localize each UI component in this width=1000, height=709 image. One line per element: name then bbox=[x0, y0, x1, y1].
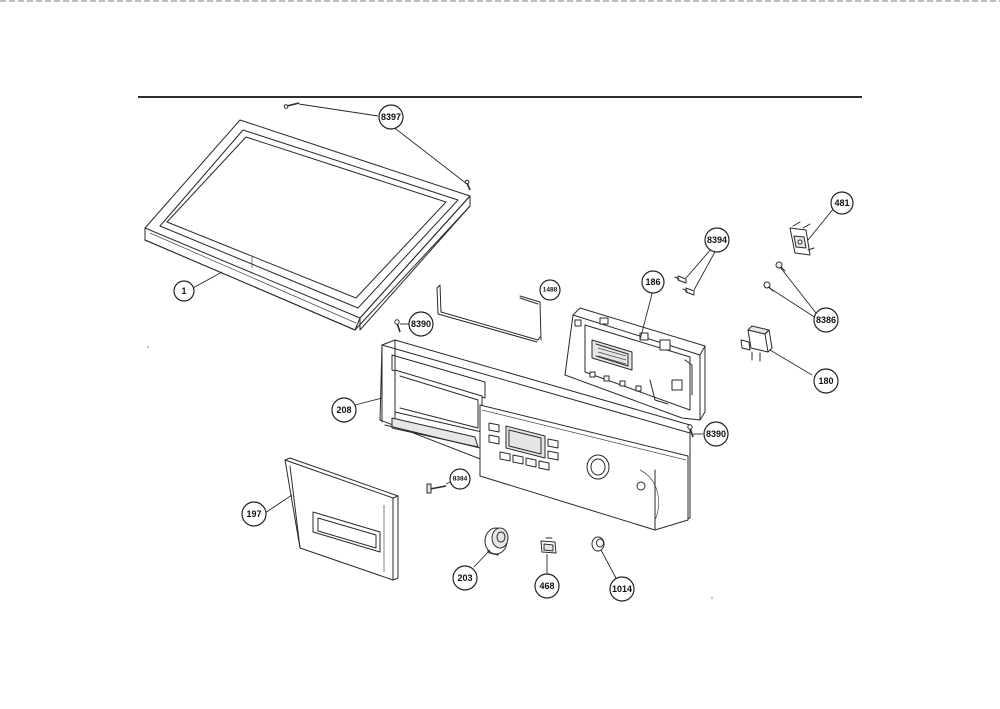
scan-speck bbox=[147, 346, 149, 348]
svg-text:468: 468 bbox=[539, 581, 554, 591]
part-rod-1488 bbox=[436, 284, 542, 343]
part-knob-203 bbox=[484, 527, 509, 555]
part-control-board bbox=[564, 307, 706, 421]
callout-8394: 8394 bbox=[704, 227, 730, 253]
callout-8384: 8384 bbox=[449, 468, 471, 490]
screw-8397-side bbox=[464, 179, 471, 191]
callout-8397: 8397 bbox=[378, 104, 404, 130]
callout-481: 481 bbox=[830, 191, 854, 215]
part-top-lid bbox=[144, 119, 471, 331]
svg-text:8390: 8390 bbox=[706, 429, 726, 439]
screw-8390-left bbox=[394, 319, 401, 333]
screw-8384 bbox=[426, 483, 447, 494]
part-power-switch-180 bbox=[740, 325, 773, 362]
svg-text:1014: 1014 bbox=[612, 584, 632, 594]
svg-text:180: 180 bbox=[818, 376, 833, 386]
part-button-1014 bbox=[591, 536, 605, 552]
svg-text:8394: 8394 bbox=[707, 235, 727, 245]
svg-text:8397: 8397 bbox=[381, 112, 401, 122]
svg-text:481: 481 bbox=[834, 198, 849, 208]
part-switch-481 bbox=[789, 221, 815, 256]
callout-186: 186 bbox=[641, 270, 665, 294]
scan-speck bbox=[711, 597, 713, 599]
callout-8390-left: 8390 bbox=[408, 311, 434, 337]
svg-text:203: 203 bbox=[457, 573, 472, 583]
svg-text:8390: 8390 bbox=[411, 319, 431, 329]
screw-8386-a bbox=[775, 261, 786, 272]
callout-8386: 8386 bbox=[813, 307, 839, 333]
callout-468: 468 bbox=[534, 573, 560, 599]
callout-203: 203 bbox=[452, 565, 478, 591]
leader-lines bbox=[192, 103, 835, 581]
callout-1: 1 bbox=[173, 280, 195, 302]
part-drawer-front bbox=[284, 457, 399, 581]
callout-1488: 1488 bbox=[539, 279, 561, 301]
callout-1014: 1014 bbox=[609, 576, 635, 602]
callout-8390-right: 8390 bbox=[703, 421, 729, 447]
svg-text:1: 1 bbox=[181, 286, 186, 296]
callout-180: 180 bbox=[813, 368, 839, 394]
svg-text:208: 208 bbox=[336, 405, 351, 415]
svg-text:8386: 8386 bbox=[816, 315, 836, 325]
screw-8394-b bbox=[682, 287, 695, 296]
screw-8390-right bbox=[687, 424, 694, 438]
callout-208: 208 bbox=[331, 397, 357, 423]
screw-8397-top bbox=[283, 102, 300, 109]
part-control-panel bbox=[379, 339, 691, 556]
svg-text:1488: 1488 bbox=[543, 287, 558, 294]
screw-8394-a bbox=[674, 275, 687, 284]
callout-197: 197 bbox=[241, 501, 267, 527]
svg-text:197: 197 bbox=[246, 509, 261, 519]
svg-text:8384: 8384 bbox=[453, 476, 468, 483]
svg-text:186: 186 bbox=[645, 277, 660, 287]
part-holder-468 bbox=[540, 537, 557, 554]
